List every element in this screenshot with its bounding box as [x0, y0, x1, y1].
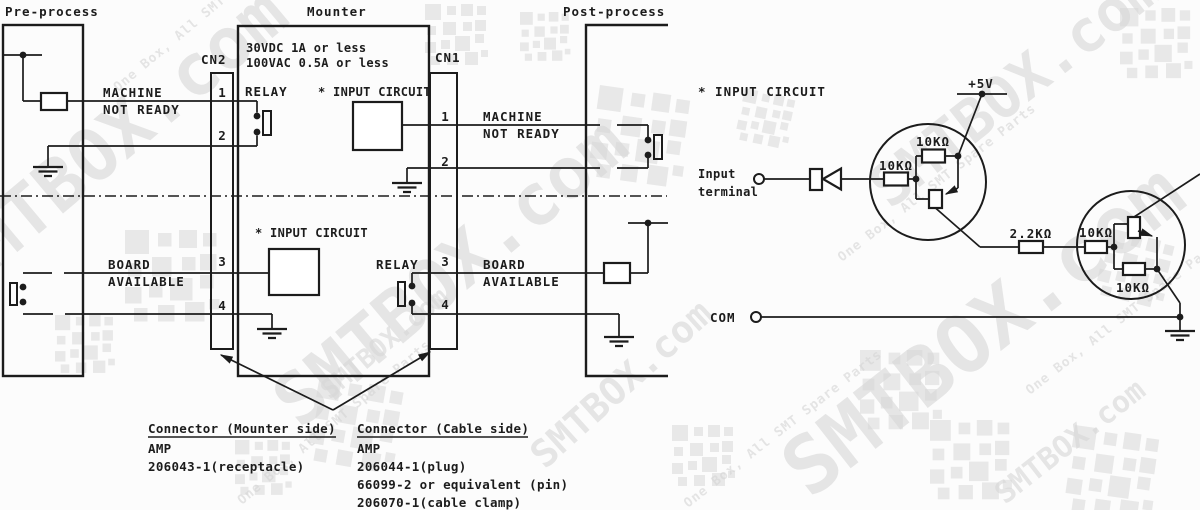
contact-bar-post: [653, 134, 663, 160]
cn2-label: CN2: [201, 52, 227, 67]
cn1-connector-box: [429, 72, 458, 350]
contact-bar-pre: [9, 282, 18, 306]
resistor-top-1: [920, 148, 947, 164]
board-available-right-1: BOARD: [483, 257, 526, 272]
connector-callout: [148, 351, 528, 438]
post-process-box: [584, 23, 668, 378]
cn2-pin-3: 3: [218, 254, 226, 269]
input-circuit-box-bottom: [267, 247, 321, 297]
connector-mounter-heading: Connector (Mounter side): [148, 421, 336, 436]
machine-not-ready-right-1: MACHINE: [483, 109, 543, 124]
contact-bar-cn1: [397, 281, 406, 307]
arrow-to-cn1: [332, 351, 432, 411]
cn1-pin-2: 2: [441, 154, 449, 169]
transistor-arrow-2: [1137, 228, 1154, 237]
transistor-arrow-1: [944, 185, 959, 195]
resistor-link-label: 2.2KΩ: [1010, 226, 1053, 241]
connector-mounter-line2: 206043-1(receptacle): [148, 459, 305, 474]
relay-label-bottom: RELAY: [376, 257, 419, 272]
resistor-low-2: [1121, 261, 1147, 277]
diode-bar: [808, 167, 824, 192]
diode-triangle: [820, 166, 843, 192]
contact-bar-cn2: [262, 110, 272, 136]
connector-cable-heading: Connector (Cable side): [357, 421, 529, 436]
transistor-circle-1: [869, 123, 987, 241]
resistor-in-2-label: 10KΩ: [1079, 225, 1113, 240]
connector-cable-line3: 66099-2 or equivalent (pin): [357, 477, 568, 492]
ground-mounter-bottom: [257, 327, 287, 340]
connector-mounter-line1: AMP: [148, 441, 171, 456]
com-terminal-circle: [750, 311, 762, 323]
ground-post-process: [604, 335, 634, 348]
resistor-top-1-label: 10KΩ: [916, 134, 950, 149]
post-process-title: Post-process: [563, 4, 665, 19]
voltage-rating-line1: 30VDC 1A or less: [246, 41, 366, 55]
cn1-pin-3: 3: [441, 254, 449, 269]
relay-label-top: RELAY: [245, 84, 288, 99]
com-label: COM: [710, 310, 736, 325]
connector-cable-line4: 206070-1(cable clamp): [357, 495, 521, 510]
input-circuit-label-top: * INPUT CIRCUIT: [318, 85, 431, 99]
mounter-title: Mounter: [307, 4, 367, 19]
board-available-left-1: BOARD: [108, 257, 151, 272]
ground-pre-process: [33, 165, 63, 178]
input-terminal-label-1: Input: [698, 167, 736, 181]
resistor-base-2: [1126, 215, 1142, 240]
cn2-pin-2: 2: [218, 128, 226, 143]
resistor-series-in: [882, 171, 910, 187]
load-box-post-process: [602, 261, 632, 285]
input-terminal-label-2: terminal: [698, 185, 758, 199]
ground-com: [1165, 329, 1195, 342]
components-left: [9, 51, 663, 307]
cn2-pin-4: 4: [218, 298, 226, 313]
ground-mounter-top: [392, 181, 422, 194]
board-available-left-2: AVAILABLE: [108, 274, 185, 289]
cn2-pin-1: 1: [218, 85, 226, 100]
board-available-right-2: AVAILABLE: [483, 274, 560, 289]
pre-process-title: Pre-process: [5, 4, 99, 19]
wiring: [3, 54, 668, 348]
transistor-circle-2: [1076, 190, 1186, 300]
resistor-link-2k2: [1017, 239, 1045, 255]
machine-not-ready-right-2: NOT READY: [483, 126, 560, 141]
resistor-in-2: [1083, 239, 1109, 255]
resistor-series-in-label: 10KΩ: [879, 158, 913, 173]
input-circuit-box-top: [351, 100, 404, 152]
resistor-low-2-label: 10KΩ: [1116, 280, 1150, 295]
machine-not-ready-left-2: NOT READY: [103, 102, 180, 117]
arrow-to-cn2: [219, 354, 334, 411]
cn1-pin-4: 4: [441, 297, 449, 312]
resistor-base-1: [927, 188, 944, 210]
cn1-pin-1: 1: [441, 109, 449, 124]
connector-cable-line1: AMP: [357, 441, 380, 456]
input-terminal-circle: [753, 173, 765, 185]
connector-cable-line2: 206044-1(plug): [357, 459, 467, 474]
voltage-rating-line2: 100VAC 0.5A or less: [246, 56, 389, 70]
input-circuit-label-bottom: * INPUT CIRCUIT: [255, 226, 368, 240]
cn2-connector-box: [210, 72, 234, 350]
input-circuit-detail: [750, 90, 1200, 342]
cn1-label: CN1: [435, 50, 461, 65]
machine-boxes: [1, 23, 668, 378]
pre-process-box: [1, 23, 85, 378]
input-circuit-detail-title: * INPUT CIRCUIT: [698, 84, 826, 99]
machine-not-ready-left-1: MACHINE: [103, 85, 163, 100]
supply-5v-label: +5V: [968, 76, 994, 91]
relay-coil-box: [39, 91, 69, 112]
